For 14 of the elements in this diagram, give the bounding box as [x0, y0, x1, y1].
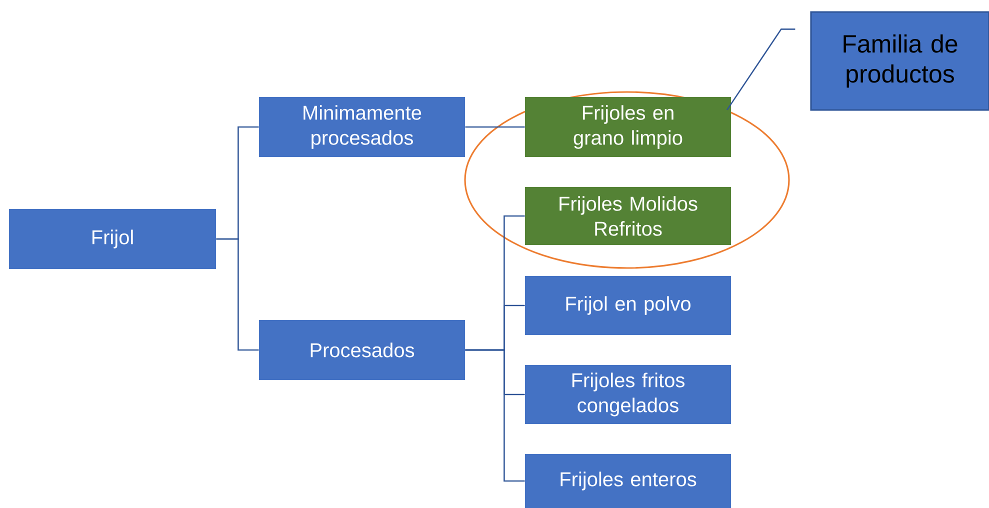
product-box: Frijoles fritos congelados — [525, 365, 731, 424]
leader-line — [726, 28, 796, 110]
category-box: Minimamente procesados — [259, 97, 465, 157]
category-box: Procesados — [259, 320, 465, 380]
product-box: Frijoles en grano limpio — [525, 97, 731, 157]
connector-line — [465, 126, 525, 128]
category-box: Frijol — [9, 209, 216, 269]
connector-line — [465, 349, 525, 482]
highlight-ellipse — [464, 91, 790, 269]
product-box: Frijoles Molidos Refritos — [525, 187, 731, 245]
connector-line — [216, 238, 259, 351]
product-box: Frijoles enteros — [525, 454, 731, 508]
callout-box: Familia de productos — [810, 11, 989, 111]
product-box: Frijol en polvo — [525, 276, 731, 335]
